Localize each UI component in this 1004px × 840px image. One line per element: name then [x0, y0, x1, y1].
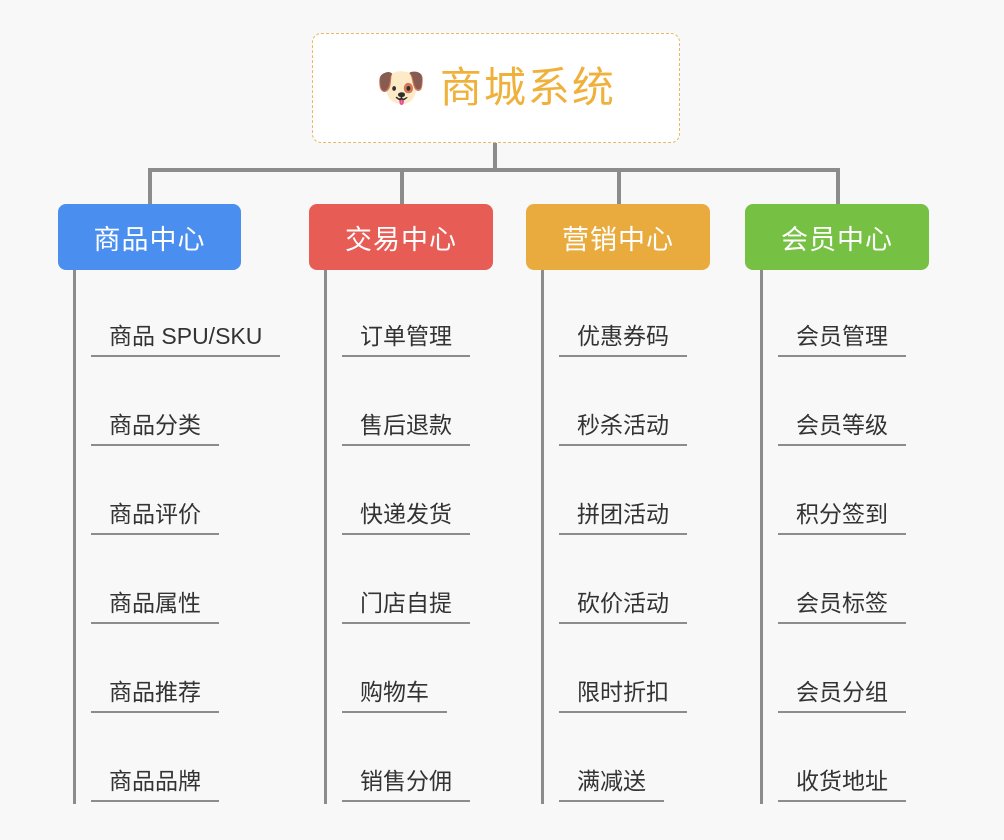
- list-item[interactable]: 秒杀活动: [559, 359, 716, 448]
- column-marketing-center: 营销中心 优惠券码 秒杀活动 拼团活动 砍价活动 限时折扣 满减送: [526, 204, 716, 804]
- child-label: 商品评价: [91, 501, 219, 535]
- column-member-center: 会员中心 会员管理 会员等级 积分签到 会员标签 会员分组 收货地址: [745, 204, 935, 804]
- list-item[interactable]: 商品评价: [91, 448, 278, 537]
- connector-root-stem: [493, 143, 497, 171]
- list-item[interactable]: 拼团活动: [559, 448, 716, 537]
- child-label: 销售分佣: [342, 768, 470, 802]
- child-label: 商品分类: [91, 412, 219, 446]
- list-item[interactable]: 会员分组: [778, 626, 935, 715]
- list-item[interactable]: 会员等级: [778, 359, 935, 448]
- column-trade-center: 交易中心 订单管理 售后退款 快递发货 门店自提 购物车 销售分佣: [309, 204, 499, 804]
- list-item[interactable]: 门店自提: [342, 537, 499, 626]
- list-item[interactable]: 限时折扣: [559, 626, 716, 715]
- category-label: 交易中心: [345, 224, 457, 255]
- child-label: 会员管理: [778, 323, 906, 357]
- child-label: 会员分组: [778, 679, 906, 713]
- child-label: 商品属性: [91, 590, 219, 624]
- root-title: 商城系统: [439, 64, 616, 111]
- child-label: 收货地址: [778, 768, 906, 802]
- connector-horizontal-bus: [148, 168, 840, 172]
- list-item[interactable]: 商品推荐: [91, 626, 278, 715]
- category-header-product-center[interactable]: 商品中心: [58, 204, 241, 270]
- root-node[interactable]: 🐶 商城系统: [312, 33, 680, 143]
- category-label: 会员中心: [781, 224, 893, 255]
- child-label: 积分签到: [778, 501, 906, 535]
- child-label: 砍价活动: [559, 590, 687, 624]
- child-label: 满减送: [559, 768, 664, 802]
- child-list-marketing-center: 优惠券码 秒杀活动 拼团活动 砍价活动 限时折扣 满减送: [541, 270, 716, 804]
- category-label: 商品中心: [93, 224, 206, 255]
- list-item[interactable]: 优惠券码: [559, 270, 716, 359]
- list-item[interactable]: 销售分佣: [342, 715, 499, 804]
- list-item[interactable]: 购物车: [342, 626, 499, 715]
- child-label: 购物车: [342, 679, 447, 713]
- child-label: 拼团活动: [559, 501, 687, 535]
- list-item[interactable]: 会员标签: [778, 537, 935, 626]
- child-label: 门店自提: [342, 590, 470, 624]
- category-label: 营销中心: [562, 224, 674, 255]
- list-item[interactable]: 积分签到: [778, 448, 935, 537]
- list-item[interactable]: 商品 SPU/SKU: [91, 270, 281, 359]
- category-header-member-center[interactable]: 会员中心: [745, 204, 929, 270]
- child-label: 快递发货: [342, 501, 470, 535]
- child-label: 售后退款: [342, 412, 470, 446]
- child-label: 订单管理: [342, 323, 470, 357]
- category-header-marketing-center[interactable]: 营销中心: [526, 204, 710, 270]
- child-list-trade-center: 订单管理 售后退款 快递发货 门店自提 购物车 销售分佣: [324, 270, 499, 804]
- child-label: 限时折扣: [559, 679, 687, 713]
- list-item[interactable]: 快递发货: [342, 448, 499, 537]
- list-item[interactable]: 商品分类: [91, 359, 278, 448]
- list-item[interactable]: 会员管理: [778, 270, 935, 359]
- child-list-member-center: 会员管理 会员等级 积分签到 会员标签 会员分组 收货地址: [760, 270, 935, 804]
- list-item[interactable]: 满减送: [559, 715, 716, 804]
- child-label: 商品推荐: [91, 679, 219, 713]
- child-label: 商品 SPU/SKU: [91, 323, 281, 357]
- shiba-dog-face-icon: 🐶: [376, 66, 426, 110]
- category-header-trade-center[interactable]: 交易中心: [309, 204, 493, 270]
- connector-drop-member-center: [836, 168, 840, 206]
- connector-drop-trade-center: [400, 168, 404, 206]
- child-label: 会员等级: [778, 412, 906, 446]
- child-label: 优惠券码: [559, 323, 687, 357]
- list-item[interactable]: 商品品牌: [91, 715, 278, 804]
- list-item[interactable]: 售后退款: [342, 359, 499, 448]
- child-list-product-center: 商品 SPU/SKU 商品分类 商品评价 商品属性 商品推荐 商品品牌: [73, 270, 281, 804]
- list-item[interactable]: 订单管理: [342, 270, 499, 359]
- child-label: 秒杀活动: [559, 412, 687, 446]
- child-label: 会员标签: [778, 590, 906, 624]
- column-product-center: 商品中心 商品 SPU/SKU 商品分类 商品评价 商品属性 商品推荐 商品品牌: [58, 204, 281, 804]
- list-item[interactable]: 收货地址: [778, 715, 935, 804]
- list-item[interactable]: 商品属性: [91, 537, 278, 626]
- connector-drop-marketing-center: [617, 168, 621, 206]
- child-label: 商品品牌: [91, 768, 219, 802]
- connector-drop-product-center: [148, 168, 152, 206]
- list-item[interactable]: 砍价活动: [559, 537, 716, 626]
